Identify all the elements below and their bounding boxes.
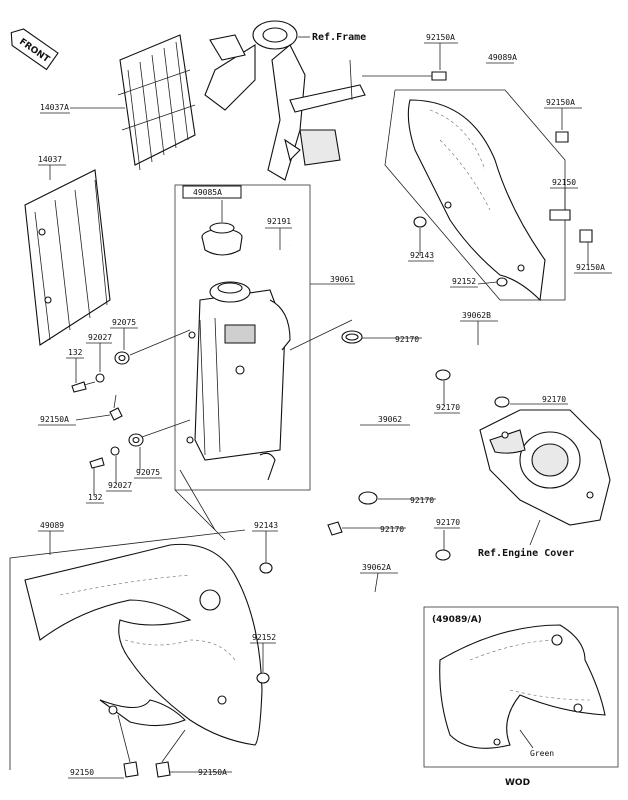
part-92150-b: 92150 xyxy=(70,768,94,777)
part-39062: 39062 xyxy=(378,415,402,424)
part-39062b: 39062B xyxy=(462,311,491,320)
part-92143-r: 92143 xyxy=(410,251,434,260)
part-49085a: 49085A xyxy=(193,188,222,197)
part-92150-r: 92150 xyxy=(552,178,576,187)
part-39062a: 39062A xyxy=(362,563,391,572)
part-132-a: 132 xyxy=(68,348,83,357)
radiator-group-box xyxy=(174,184,311,491)
inset-green-label: Green xyxy=(530,749,554,758)
part-49085a-box xyxy=(182,185,242,199)
part-92170-d: 92170 xyxy=(410,496,434,505)
part-92075-b: 92075 xyxy=(136,468,160,477)
part-92150a-left: 92150A xyxy=(40,415,69,424)
fasteners-left-upper xyxy=(71,351,130,393)
part-92075-a: 92075 xyxy=(112,318,136,327)
inset-shroud xyxy=(439,624,606,749)
part-92152-r: 92152 xyxy=(452,277,476,286)
part-92150a-b: 92150A xyxy=(198,768,227,777)
part-92150a-r1: 92150A xyxy=(546,98,575,107)
part-92150a-r2: 92150A xyxy=(576,263,605,272)
ref-engine-cover-label: Ref.Engine Cover xyxy=(478,547,574,559)
part-49089a: 49089A xyxy=(488,53,517,62)
part-92170-f: 92170 xyxy=(436,518,460,527)
front-badge: FRONT xyxy=(10,28,59,71)
radiator-shroud-14037 xyxy=(24,169,111,346)
part-92027-a: 92027 xyxy=(88,333,112,342)
inset-box xyxy=(423,606,619,768)
part-92027-b: 92027 xyxy=(108,481,132,490)
ref-frame-label: Ref.Frame xyxy=(312,32,366,43)
shroud-49089 xyxy=(24,543,263,746)
inset-variant-label: WOD xyxy=(505,778,530,788)
frame-part xyxy=(204,20,366,181)
part-14037: 14037 xyxy=(38,155,62,164)
radiator-cap xyxy=(201,222,243,256)
part-49089: 49089 xyxy=(40,521,64,530)
part-39061: 39061 xyxy=(330,275,354,284)
part-92170-e: 92170 xyxy=(380,525,404,534)
part-14037a: 14037A xyxy=(40,103,69,112)
part-92170-c: 92170 xyxy=(542,395,566,404)
part-92170-a: 92170 xyxy=(395,335,419,344)
part-92191: 92191 xyxy=(267,217,291,226)
radiator-core xyxy=(186,281,291,481)
radiator-grille-a xyxy=(117,34,196,171)
part-132-b: 132 xyxy=(88,493,103,502)
part-92170-b: 92170 xyxy=(436,403,460,412)
engine-cover xyxy=(479,409,611,526)
part-92143-b: 92143 xyxy=(254,521,278,530)
inset-title: (49089/A) xyxy=(432,615,482,625)
part-92150a-top: 92150A xyxy=(426,33,455,42)
fasteners-left-lower xyxy=(89,433,144,469)
part-92152-b: 92152 xyxy=(252,633,276,642)
shroud-49089a xyxy=(407,99,546,302)
